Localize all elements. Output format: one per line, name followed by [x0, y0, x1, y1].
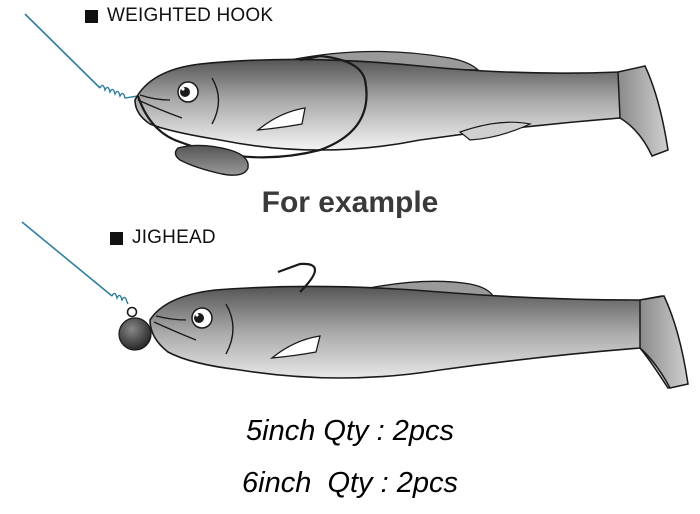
belly-weight: [174, 144, 249, 176]
square-bullet-icon: [110, 231, 123, 245]
jighead-ball: [118, 317, 152, 351]
weighted-hook-lure: [24, 13, 669, 176]
line-coil: [111, 292, 129, 305]
jighead-text: JIGHEAD: [132, 227, 216, 248]
mouth: [153, 315, 197, 341]
line-coil: [99, 84, 139, 99]
fish-tail: [617, 65, 669, 157]
fishing-line: [21, 221, 113, 297]
quantity-line-6inch: 6inch Qty : 2pcs: [242, 467, 458, 499]
fishing-line: [24, 13, 101, 89]
pectoral-fin: [255, 107, 306, 131]
fish-body: [134, 58, 661, 151]
fish-body: [149, 285, 687, 389]
page-title: For example: [261, 186, 439, 219]
gill-line: [225, 303, 234, 355]
pectoral-fin: [269, 335, 321, 359]
jig-eyelet: [126, 306, 138, 318]
weighted-hook-label: WEIGHTED HOOK: [85, 5, 273, 27]
mouth: [137, 94, 183, 119]
hook-point: [277, 262, 317, 293]
jighead-label: JIGHEAD: [110, 227, 216, 249]
belly-fin: [458, 121, 532, 141]
gill-line: [211, 77, 220, 125]
square-bullet-icon: [85, 9, 98, 23]
quantity-line-5inch: 5inch Qty : 2pcs: [246, 415, 454, 447]
hook-shank: [136, 54, 368, 159]
fish-tail: [639, 295, 689, 389]
jighead-lure: [21, 221, 689, 389]
weighted-hook-text: WEIGHTED HOOK: [107, 5, 274, 26]
